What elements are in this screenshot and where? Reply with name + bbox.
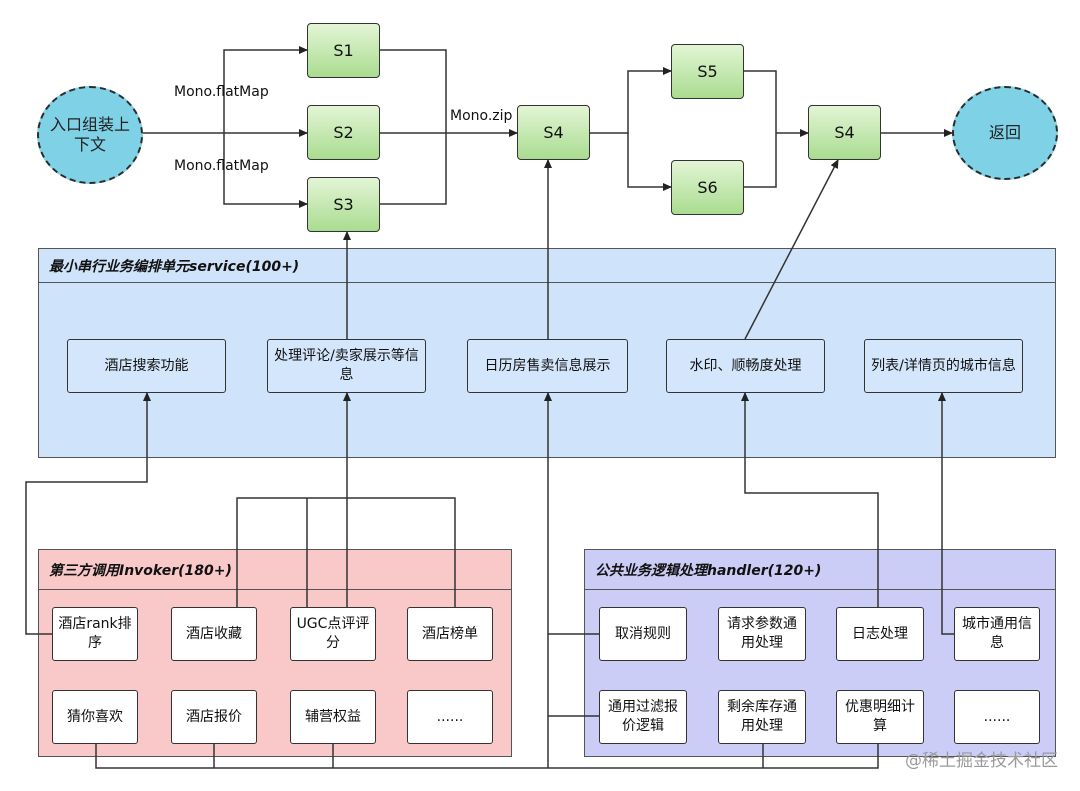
edge-s6-s4b bbox=[744, 133, 777, 188]
invoker-hotel-favorite: 酒店收藏 bbox=[171, 607, 257, 661]
handler-stock: 剩余库存通用处理 bbox=[718, 690, 806, 744]
step-s4-first: S4 bbox=[517, 105, 590, 160]
step-s2: S2 bbox=[307, 105, 380, 160]
step-s4-second: S4 bbox=[808, 105, 881, 160]
handler-request-params: 请求参数通用处理 bbox=[718, 607, 806, 661]
service-hotel-search: 酒店搜索功能 bbox=[67, 339, 226, 393]
flatmap-label-bottom: Mono.flatMap bbox=[174, 158, 269, 174]
invoker-more: ...... bbox=[407, 690, 493, 744]
handler-logging: 日志处理 bbox=[836, 607, 924, 661]
edge-s1-s4 bbox=[380, 49, 447, 133]
edge-s4-s6 bbox=[627, 133, 672, 191]
end-node-label: 返回 bbox=[988, 123, 1021, 142]
edge-s4-s5 bbox=[590, 67, 672, 134]
service-review-seller: 处理评论/卖家展示等信息 bbox=[267, 339, 426, 393]
step-s5: S5 bbox=[671, 44, 744, 99]
invoker-ancillary-rights: 辅营权益 bbox=[290, 690, 376, 744]
service-watermark: 水印、顺畅度处理 bbox=[666, 339, 825, 393]
edge-s5-s4b bbox=[744, 70, 777, 133]
zip-label: Mono.zip bbox=[450, 108, 513, 124]
step-s6: S6 bbox=[671, 160, 744, 215]
end-node: 返回 bbox=[952, 86, 1058, 180]
handler-city-common-info: 城市通用信息 bbox=[954, 607, 1040, 661]
handler-panel-title: 公共业务逻辑处理handler(120+) bbox=[585, 550, 1055, 590]
handler-quote-filter: 通用过滤报价逻辑 bbox=[599, 690, 687, 744]
handler-discount-detail: 优惠明细计算 bbox=[836, 690, 924, 744]
step-s1: S1 bbox=[307, 23, 380, 78]
invoker-hotel-quote: 酒店报价 bbox=[171, 690, 257, 744]
invoker-guess-you-like: 猜你喜欢 bbox=[52, 690, 138, 744]
watermark: @稀土掘金技术社区 bbox=[905, 751, 1058, 771]
start-node-label: 入口组装上下文 bbox=[49, 115, 130, 154]
service-calendar-sales: 日历房售卖信息展示 bbox=[467, 339, 628, 393]
service-city-info: 列表/详情页的城市信息 bbox=[864, 339, 1023, 393]
flatmap-label-top: Mono.flatMap bbox=[174, 84, 269, 100]
handler-more: ...... bbox=[954, 690, 1040, 744]
invoker-ugc-rating: UGC点评评分 bbox=[290, 607, 376, 661]
invoker-hotel-ranking: 酒店榜单 bbox=[407, 607, 493, 661]
edge-s3-s4 bbox=[380, 133, 447, 205]
start-node: 入口组装上下文 bbox=[37, 86, 143, 184]
invoker-hotel-rank: 酒店rank排序 bbox=[52, 607, 138, 661]
service-panel-title: 最小串行业务编排单元service(100+) bbox=[39, 249, 1055, 283]
step-s3: S3 bbox=[307, 177, 380, 232]
invoker-panel-title: 第三方调用Invoker(180+) bbox=[39, 550, 511, 590]
handler-cancel-rules: 取消规则 bbox=[599, 607, 687, 661]
